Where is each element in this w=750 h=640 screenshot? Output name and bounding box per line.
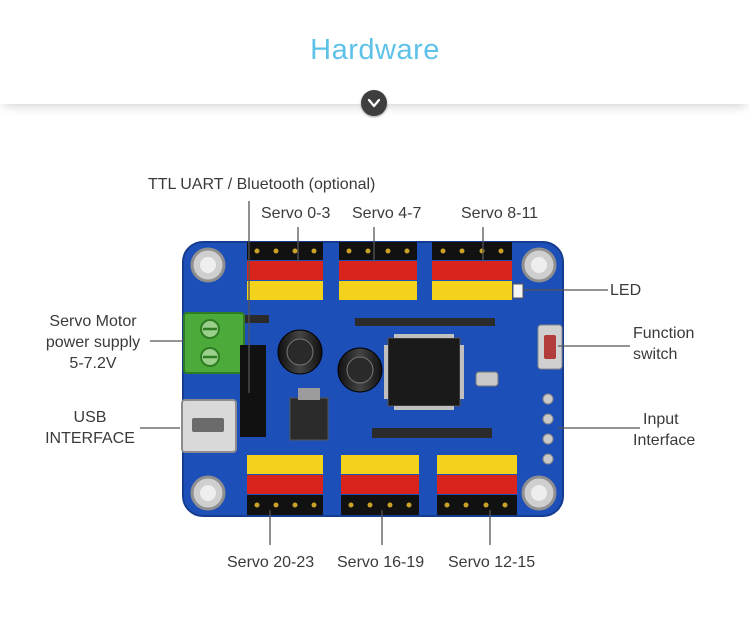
header-pins [254,248,508,508]
label-power-line2: power supply [45,334,141,351]
smd-components [245,315,495,438]
label-function-switch-line1: Function [633,325,695,342]
input-interface-pins [542,393,554,465]
capacitor-1 [277,329,323,375]
page-title: Hardware [310,34,440,66]
label-servo-12-15: Servo 12-15 [448,554,536,571]
label-function-switch-line2: switch [633,346,678,363]
servo-header-bottom-20-23 [247,455,323,515]
label-servo-20-23: Servo 20-23 [227,554,315,571]
servo-header-bottom-16-19 [341,455,419,515]
label-usb-line2: INTERFACE [45,430,135,447]
status-led [512,283,524,299]
power-terminal [183,312,245,374]
servo-header-bottom-12-15 [437,455,517,515]
label-servo-0-3: Servo 0-3 [261,205,331,222]
header-bar: Hardware [0,0,750,104]
label-power-line1: Servo Motor [49,313,137,330]
capacitor-2 [337,347,383,393]
label-led: LED [610,282,642,299]
voltage-regulator [289,397,329,441]
servo-header-top-8-11 [432,242,512,300]
label-servo-16-19: Servo 16-19 [337,554,425,571]
ttl-header [240,345,266,437]
label-input-line2: Interface [633,432,696,449]
label-input-line1: Input [643,411,679,428]
usb-connector [181,399,237,453]
function-switch [537,324,563,370]
crystal [475,371,499,387]
label-usb-line1: USB [73,409,107,426]
label-ttl-uart: TTL UART / Bluetooth (optional) [148,176,376,193]
label-servo-8-11: Servo 8-11 [461,205,539,222]
leader-lines [140,201,640,545]
microcontroller-chip [384,334,464,410]
chevron-down-icon[interactable] [361,90,387,116]
servo-header-top-4-7 [339,242,417,300]
mounting-holes [190,247,557,511]
servo-header-top-0-3 [247,242,323,300]
label-power-line3: 5-7.2V [69,355,117,372]
label-servo-4-7: Servo 4-7 [352,205,422,222]
